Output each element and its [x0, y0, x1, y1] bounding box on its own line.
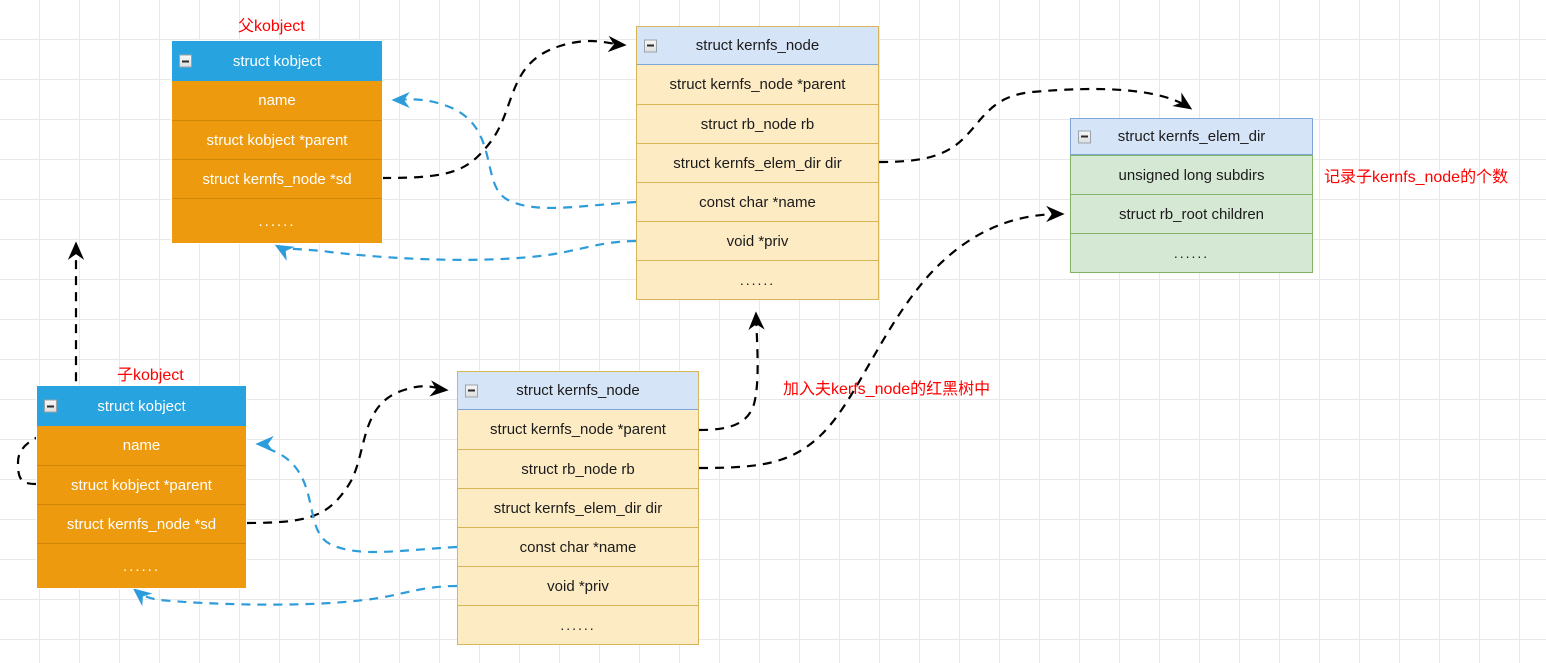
row-label: name	[122, 437, 161, 454]
edge-child-name-to-child-kobject-name	[255, 435, 458, 554]
row-rb-node-rb[interactable]: struct rb_node rb	[637, 104, 878, 143]
row-ellipsis[interactable]: ......	[37, 543, 246, 588]
row-kernfs-node-sd[interactable]: struct kernfs_node *sd	[172, 159, 382, 198]
node-parent-kobject-header[interactable]: struct kobject	[172, 41, 382, 81]
edge-parent-sd-to-kernfs-node	[381, 35, 627, 180]
node-child-kobject-header[interactable]: struct kobject	[37, 386, 246, 426]
row-label: struct kernfs_elem_dir dir	[673, 154, 842, 172]
row-ellipsis[interactable]: ......	[637, 260, 878, 299]
row-label: const char *name	[699, 193, 816, 211]
node-header-label: struct kobject	[232, 52, 322, 70]
node-parent-kernfs-node[interactable]: struct kernfs_node struct kernfs_node *p…	[636, 26, 879, 300]
node-kernfs-elem-dir-header[interactable]: struct kernfs_elem_dir	[1070, 118, 1313, 155]
row-kernfs-elem-dir-dir[interactable]: struct kernfs_elem_dir dir	[458, 488, 698, 527]
row-kernfs-node-parent[interactable]: struct kernfs_node *parent	[637, 65, 878, 104]
row-rb-root-children[interactable]: struct rb_root children	[1071, 194, 1312, 233]
row-void-priv[interactable]: void *priv	[637, 221, 878, 260]
row-rb-node-rb[interactable]: struct rb_node rb	[458, 449, 698, 488]
row-label: struct rb_root children	[1118, 205, 1265, 223]
node-kernfs-elem-dir[interactable]: struct kernfs_elem_dir unsigned long sub…	[1070, 118, 1313, 273]
row-label: ......	[258, 212, 296, 230]
row-label: name	[258, 92, 296, 109]
row-label: struct kobject *parent	[206, 131, 348, 149]
collapse-minus-icon[interactable]	[44, 399, 57, 413]
node-child-kernfs-node-header[interactable]: struct kernfs_node	[458, 372, 698, 410]
row-ellipsis[interactable]: ......	[1071, 233, 1312, 272]
row-unsigned-long-subdirs[interactable]: unsigned long subdirs	[1071, 155, 1312, 194]
row-label: struct kernfs_node *parent	[669, 76, 846, 93]
node-header-label: struct kobject	[97, 397, 186, 415]
row-ellipsis[interactable]: ......	[172, 198, 382, 243]
row-label: unsigned long subdirs	[1118, 166, 1265, 184]
row-label: struct kernfs_node *sd	[66, 515, 217, 533]
row-kernfs-node-sd[interactable]: struct kernfs_node *sd	[37, 504, 246, 543]
row-label: void *priv	[547, 577, 609, 595]
row-ellipsis[interactable]: ......	[458, 605, 698, 644]
node-header-label: struct kernfs_node	[695, 37, 820, 54]
node-header-label: struct kernfs_node	[516, 382, 640, 399]
node-child-kernfs-node[interactable]: struct kernfs_node struct kernfs_node *p…	[457, 371, 699, 645]
row-name[interactable]: name	[37, 426, 246, 465]
collapse-minus-icon[interactable]	[179, 54, 192, 68]
rbtree-note: 加入夫kerfs_node的红黑树中	[783, 381, 991, 398]
row-kernfs-node-parent[interactable]: struct kernfs_node *parent	[458, 410, 698, 449]
row-kobject-parent[interactable]: struct kobject *parent	[172, 120, 382, 159]
row-label: ......	[560, 617, 596, 633]
row-const-char-name[interactable]: const char *name	[637, 182, 878, 221]
collapse-minus-icon[interactable]	[644, 39, 657, 52]
child-kobject-label: 子kobject	[117, 367, 184, 384]
row-label: ......	[122, 557, 160, 575]
row-label: ......	[1173, 245, 1210, 261]
row-kobject-parent[interactable]: struct kobject *parent	[37, 465, 246, 504]
node-header-label: struct kernfs_elem_dir	[1117, 128, 1266, 145]
edge-child-sd-to-child-kernfs-node	[246, 380, 449, 525]
row-void-priv[interactable]: void *priv	[458, 566, 698, 605]
collapse-minus-icon[interactable]	[465, 384, 478, 397]
node-parent-kobject[interactable]: struct kobject name struct kobject *pare…	[171, 40, 383, 244]
row-label: struct kobject *parent	[71, 476, 212, 494]
node-parent-kernfs-node-header[interactable]: struct kernfs_node	[637, 27, 878, 65]
row-label: struct kernfs_elem_dir dir	[493, 499, 663, 517]
row-label: const char *name	[519, 538, 637, 556]
row-kernfs-elem-dir-dir[interactable]: struct kernfs_elem_dir dir	[637, 143, 878, 182]
row-label: struct rb_node rb	[700, 115, 815, 133]
edge-kernfs-name-to-kobject-name	[391, 91, 637, 210]
row-label: struct rb_node rb	[521, 460, 635, 478]
subdirs-note: 记录子kernfs_node的个数	[1324, 169, 1509, 186]
row-label: void *priv	[726, 232, 789, 250]
node-child-kobject[interactable]: struct kobject name struct kobject *pare…	[36, 385, 247, 589]
row-label: ......	[739, 272, 776, 288]
parent-kobject-label: 父kobject	[238, 18, 305, 35]
row-const-char-name[interactable]: const char *name	[458, 527, 698, 566]
collapse-minus-icon[interactable]	[1078, 130, 1091, 143]
edge-child-parent-to-parent-kernfs-node	[698, 311, 765, 432]
row-name[interactable]: name	[172, 81, 382, 120]
row-label: struct kernfs_node *sd	[202, 170, 352, 188]
row-label: struct kernfs_node *parent	[490, 421, 666, 438]
